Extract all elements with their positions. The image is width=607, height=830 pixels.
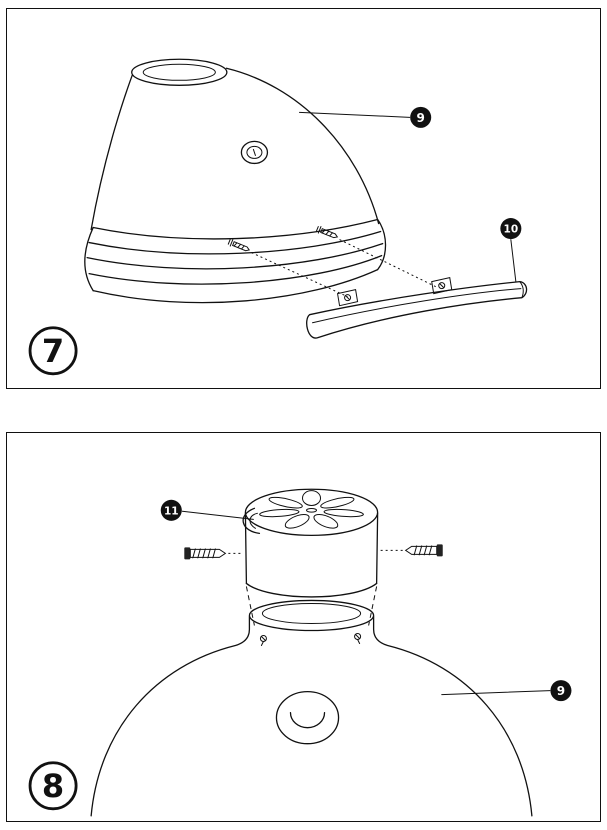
vent-lever-tab — [242, 507, 261, 534]
step-8-badge: 8 — [28, 761, 78, 811]
vent-cap-bottom-rim — [245, 582, 378, 598]
screw-icon — [379, 544, 443, 557]
handle-bracket — [336, 289, 359, 307]
screw-icon — [227, 239, 251, 252]
step-7-number: 7 — [42, 332, 64, 370]
callout-10-label: 10 — [504, 224, 519, 236]
step-8-number: 8 — [42, 767, 64, 805]
vent-cap-top — [244, 488, 379, 536]
alignment-dotted-line — [251, 252, 348, 298]
callout-leader-line — [441, 690, 551, 696]
dome-top-opening-outer — [131, 58, 228, 86]
screw-icon — [184, 547, 244, 560]
callout-9-label: 9 — [417, 111, 425, 125]
vent-opening-inner-ring — [261, 602, 362, 624]
alignment-dashed-line — [368, 586, 378, 626]
thermometer-gauge — [275, 690, 340, 745]
dome-top-opening-inner — [142, 63, 216, 81]
callout-10: 10 — [500, 218, 522, 283]
thermometer-hole — [240, 140, 269, 165]
dome-top-illustration — [90, 599, 533, 817]
shoulder-screw-icon — [354, 633, 362, 645]
callout-leader-line — [181, 510, 254, 520]
handle-illustration — [306, 277, 528, 339]
callout-11: 11 — [160, 499, 254, 521]
callout-10-badge — [500, 218, 522, 240]
vent-opening-outer-ring — [248, 599, 375, 632]
step-7-panel: 9 10 7 — [6, 8, 601, 389]
callout-leader-line — [510, 239, 517, 283]
callout-11-label: 11 — [164, 505, 179, 517]
screw-icon — [315, 226, 339, 239]
alignment-dashed-line — [245, 586, 255, 626]
dome-rim-bands — [84, 218, 387, 304]
step-7-illustration: 9 10 7 — [28, 58, 528, 376]
callout-9: 9 — [298, 106, 432, 128]
shoulder-screw-icon — [259, 635, 267, 647]
callout-leader-line — [298, 111, 411, 118]
step-7-badge: 7 — [28, 326, 78, 376]
callout-9-label: 9 — [557, 684, 565, 698]
callout-11-badge — [160, 499, 182, 521]
dome-lid-illustration — [84, 58, 436, 304]
callout-9-badge — [410, 106, 432, 128]
callout-9-badge — [550, 680, 572, 702]
top-vent-cap-illustration — [242, 488, 379, 626]
step-8-panel: 11 9 8 — [6, 432, 601, 822]
daisy-wheel-petals — [258, 491, 366, 530]
step-8-illustration: 11 9 8 — [28, 488, 572, 817]
callout-9: 9 — [441, 680, 572, 702]
